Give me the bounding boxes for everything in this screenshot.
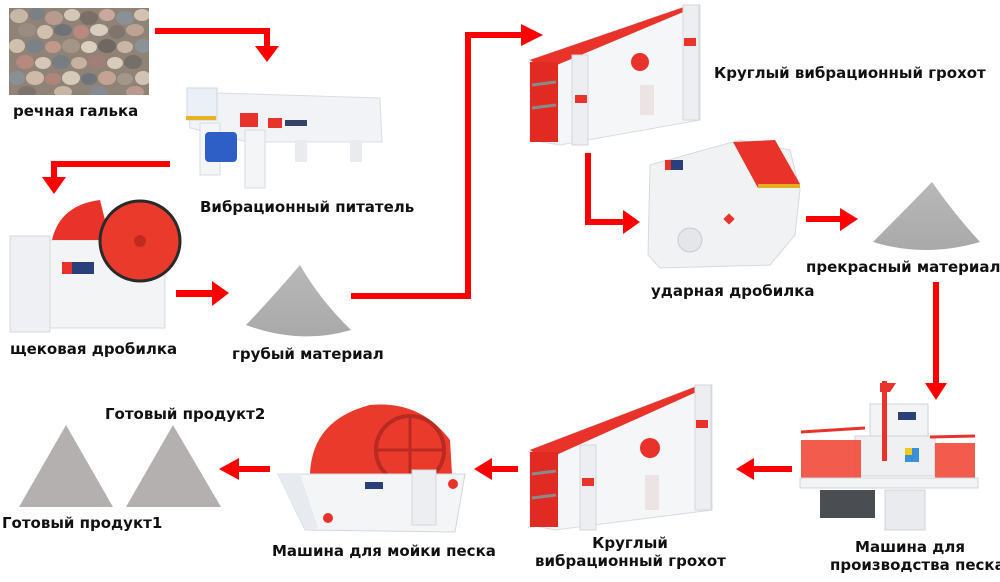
fine-material-pile-icon: [873, 182, 980, 250]
arrow-washer-to-products: [219, 458, 270, 480]
sand-maker-label-line2: производства песка: [830, 556, 1000, 574]
sand-washer-machine-icon: [277, 404, 466, 533]
coarse-material-label: грубый материал: [232, 345, 384, 363]
arrow-coarse-to-screen1: [351, 24, 543, 299]
circular-screen-2-label-line1: Круглый: [592, 534, 668, 552]
fine-material-label: прекрасный материал: [806, 258, 1000, 276]
vibrating-feeder-machine-icon: [186, 87, 383, 189]
arrow-screen1-to-impact: [585, 153, 640, 234]
vibrating-feeder-label: Вибрационный питатель: [200, 198, 415, 216]
sand-washer-label: Машина для мойки песка: [272, 542, 496, 560]
product-1-label: Готовый продукт1: [2, 514, 163, 532]
pebbles-icon: [9, 8, 149, 95]
jaw-crusher-machine-icon: [9, 199, 182, 333]
circular-screen-2-machine-icon: [529, 384, 713, 531]
product-2-pile-icon: [126, 425, 221, 507]
sand-making-machine-icon: [799, 381, 979, 531]
arrow-fine-to-sandmaker: [925, 282, 947, 400]
arrow-pebble-to-feeder: [155, 28, 279, 62]
impact-crusher-machine-icon: [647, 139, 801, 269]
sand-maker-label: Машина для производства песка: [830, 538, 1000, 574]
arrow-sandmaker-to-screen2: [736, 458, 792, 480]
river-pebbles-image: [9, 8, 149, 95]
circular-screen-2-label: Круглый вибрационный грохот: [535, 534, 726, 570]
product-2-label: Готовый продукт2: [105, 405, 266, 423]
circular-screen-1-label: Круглый вибрационный грохот: [714, 64, 986, 82]
product-1-pile-icon: [19, 425, 113, 507]
arrow-impact-to-fine: [806, 208, 858, 231]
river-pebble-label: речная галька: [13, 102, 139, 120]
impact-crusher-label: ударная дробилка: [651, 282, 815, 300]
circular-screen-1-machine-icon: [529, 4, 701, 146]
circular-screen-2-label-line2: вибрационный грохот: [535, 552, 726, 570]
sand-maker-label-line1: Машина для: [855, 538, 965, 556]
arrow-screen2-to-washer: [474, 458, 518, 480]
jaw-crusher-label: щековая дробилка: [10, 340, 178, 358]
arrow-feeder-to-jaw: [42, 161, 170, 194]
coarse-material-pile-icon: [246, 265, 351, 337]
arrow-jaw-to-coarse: [176, 281, 229, 306]
